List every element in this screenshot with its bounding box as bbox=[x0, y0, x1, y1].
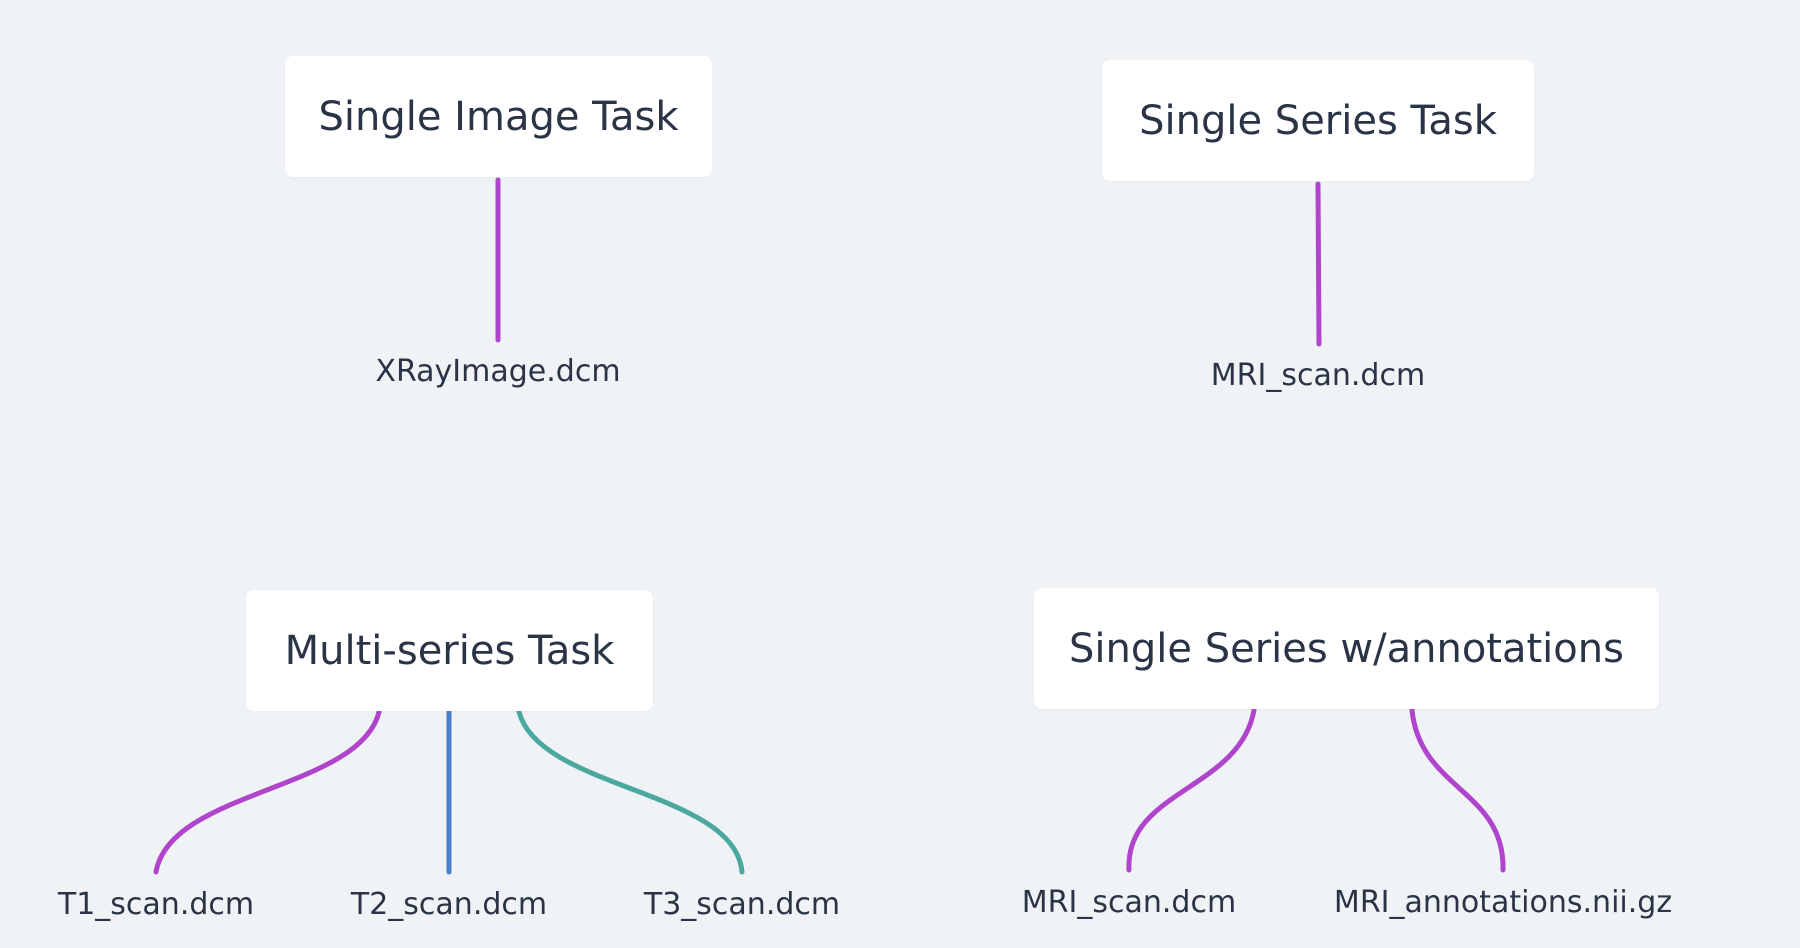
edge-series-annotations-to-mri-scan bbox=[1126, 707, 1257, 873]
edge-single-series-to-mri-scan bbox=[1315, 181, 1322, 347]
file-mri-scan-dcm-annotated-series: MRI_scan.dcm bbox=[1021, 885, 1237, 920]
file-mri-scan-dcm: MRI_scan.dcm bbox=[1210, 358, 1426, 393]
node-single-series-with-annotations: Single Series w/annotations bbox=[1034, 588, 1659, 709]
file-mri-annotations-nii-gz: MRI_annotations.nii.gz bbox=[1333, 885, 1673, 920]
node-single-image-task: Single Image Task bbox=[285, 56, 712, 177]
node-title: Single Series w/annotations bbox=[1069, 625, 1624, 672]
node-single-series-task: Single Series Task bbox=[1102, 60, 1534, 181]
node-title: Single Image Task bbox=[318, 93, 679, 140]
file-t3-scan-dcm: T3_scan.dcm bbox=[643, 887, 841, 922]
edge-multi-series-to-t1-scan bbox=[153, 709, 382, 875]
node-multi-series-task: Multi-series Task bbox=[246, 590, 653, 711]
node-title: Single Series Task bbox=[1139, 97, 1497, 144]
edge-series-annotations-to-mri-annotations bbox=[1409, 707, 1506, 873]
file-xrayimage-dcm: XRayImage.dcm bbox=[375, 354, 621, 389]
edge-multi-series-to-t3-scan bbox=[516, 709, 745, 875]
node-title: Multi-series Task bbox=[284, 627, 615, 674]
file-t2-scan-dcm: T2_scan.dcm bbox=[350, 887, 548, 922]
file-t1-scan-dcm: T1_scan.dcm bbox=[57, 887, 255, 922]
